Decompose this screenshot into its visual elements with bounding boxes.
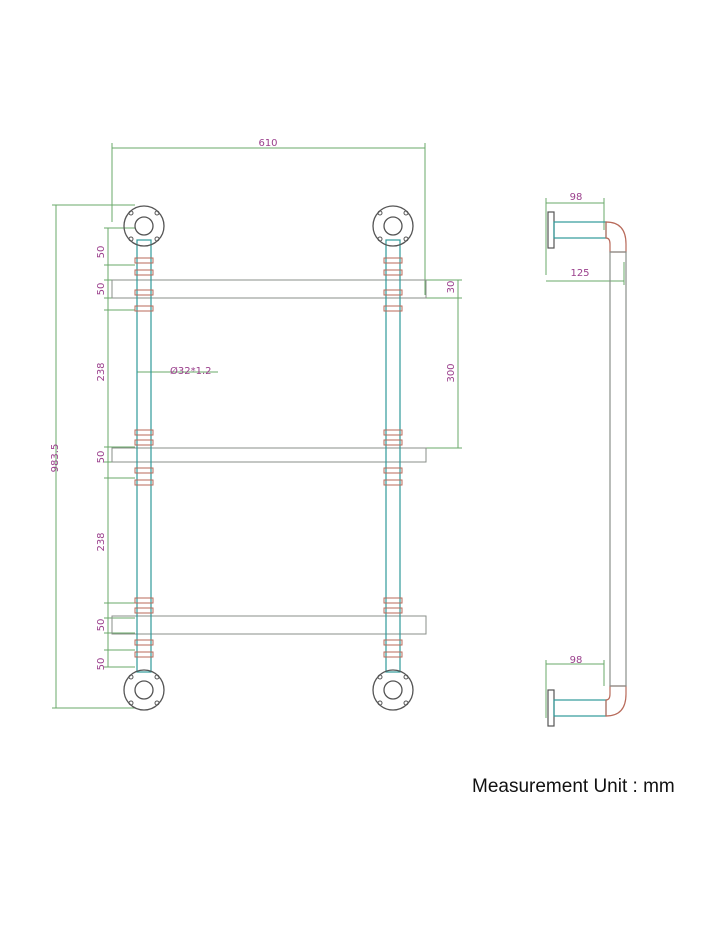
pipe-fitting-1-1 (134, 269, 154, 276)
flange-bore-3 (134, 680, 154, 700)
side-wall-plate-bottom (547, 689, 555, 727)
side-depth-bottom-label: 98 (570, 655, 583, 666)
flange-screw-4-3 (403, 700, 409, 706)
flange-screw-1-1 (154, 210, 160, 216)
shelf-board-1 (111, 279, 427, 299)
measurement-unit-caption: Measurement Unit : mm (472, 776, 675, 797)
pipe-fitting-1-11 (134, 651, 154, 658)
flange-offset-label: 50 (96, 246, 107, 259)
flange-screw-3-2 (128, 700, 134, 706)
pipe-fitting-1-3 (134, 305, 154, 312)
side-upright-pipe (609, 251, 627, 687)
pipe-fitting-2-4 (383, 429, 403, 436)
shelf-parts (111, 205, 427, 711)
vertical-pipe-1 (136, 239, 152, 673)
bottom-flange-label: 50 (96, 658, 107, 671)
shelf-spacing-label: 300 (446, 363, 457, 382)
shelf-thickness-label-2: 50 (96, 451, 107, 464)
flange-screw-2-1 (403, 210, 409, 216)
overall-width-label: 610 (258, 138, 277, 149)
pipe-fitting-1-2 (134, 289, 154, 296)
shelf-thickness-right-label: 30 (446, 281, 457, 294)
wall-flange-3 (123, 669, 165, 711)
gap-label-1: 238 (96, 362, 107, 381)
side-wall-plate-top (547, 211, 555, 249)
flange-screw-4-2 (377, 700, 383, 706)
wall-flange-2 (372, 205, 414, 247)
shelf-thickness-label-1: 50 (96, 283, 107, 296)
gap-label-2: 238 (96, 532, 107, 551)
pipe-fitting-1-6 (134, 467, 154, 474)
pipe-fitting-2-5 (383, 439, 403, 446)
side-elbow-bottom (605, 685, 627, 717)
pipe-fitting-2-1 (383, 269, 403, 276)
pipe-fitting-2-2 (383, 289, 403, 296)
flange-screw-4-0 (377, 674, 383, 680)
flange-screw-2-0 (377, 210, 383, 216)
pipe-fitting-1-0 (134, 257, 154, 264)
pipe-diameter-label: Ø32*1.2 (170, 365, 212, 377)
shelf-board-3 (111, 615, 427, 635)
pipe-fitting-2-10 (383, 639, 403, 646)
flange-bore-4 (383, 680, 403, 700)
pipe-fitting-2-6 (383, 467, 403, 474)
flange-screw-3-3 (154, 700, 160, 706)
flange-screw-2-3 (403, 236, 409, 242)
pipe-fitting-2-11 (383, 651, 403, 658)
pipe-fitting-2-3 (383, 305, 403, 312)
shelf-thickness-label-3: 50 (96, 619, 107, 632)
pipe-fitting-2-7 (383, 479, 403, 486)
flange-bore-2 (383, 216, 403, 236)
pipe-fitting-1-10 (134, 639, 154, 646)
flange-screw-4-1 (403, 674, 409, 680)
pipe-fitting-2-0 (383, 257, 403, 264)
wall-flange-4 (372, 669, 414, 711)
flange-screw-1-3 (154, 236, 160, 242)
side-depth-top-label: 98 (570, 192, 583, 203)
flange-screw-1-2 (128, 236, 134, 242)
pipe-fitting-1-5 (134, 439, 154, 446)
side-arm-bottom (553, 699, 607, 717)
wall-flange-1 (123, 205, 165, 247)
flange-bore-1 (134, 216, 154, 236)
shelf-board-2 (111, 447, 427, 463)
pipe-fitting-1-4 (134, 429, 154, 436)
overall-height-label: 983.5 (50, 444, 61, 473)
flange-screw-1-0 (128, 210, 134, 216)
pipe-fitting-1-7 (134, 479, 154, 486)
flange-screw-3-0 (128, 674, 134, 680)
flange-screw-2-2 (377, 236, 383, 242)
pipe-fitting-1-8 (134, 597, 154, 604)
vertical-pipe-2 (385, 239, 401, 673)
pipe-fitting-2-9 (383, 607, 403, 614)
side-elbow-top (605, 221, 627, 253)
side-depth-mid-label: 125 (570, 268, 589, 279)
side-view (545, 198, 627, 727)
pipe-fitting-1-9 (134, 607, 154, 614)
pipe-fitting-2-8 (383, 597, 403, 604)
side-arm-top (553, 221, 607, 239)
flange-screw-3-1 (154, 674, 160, 680)
